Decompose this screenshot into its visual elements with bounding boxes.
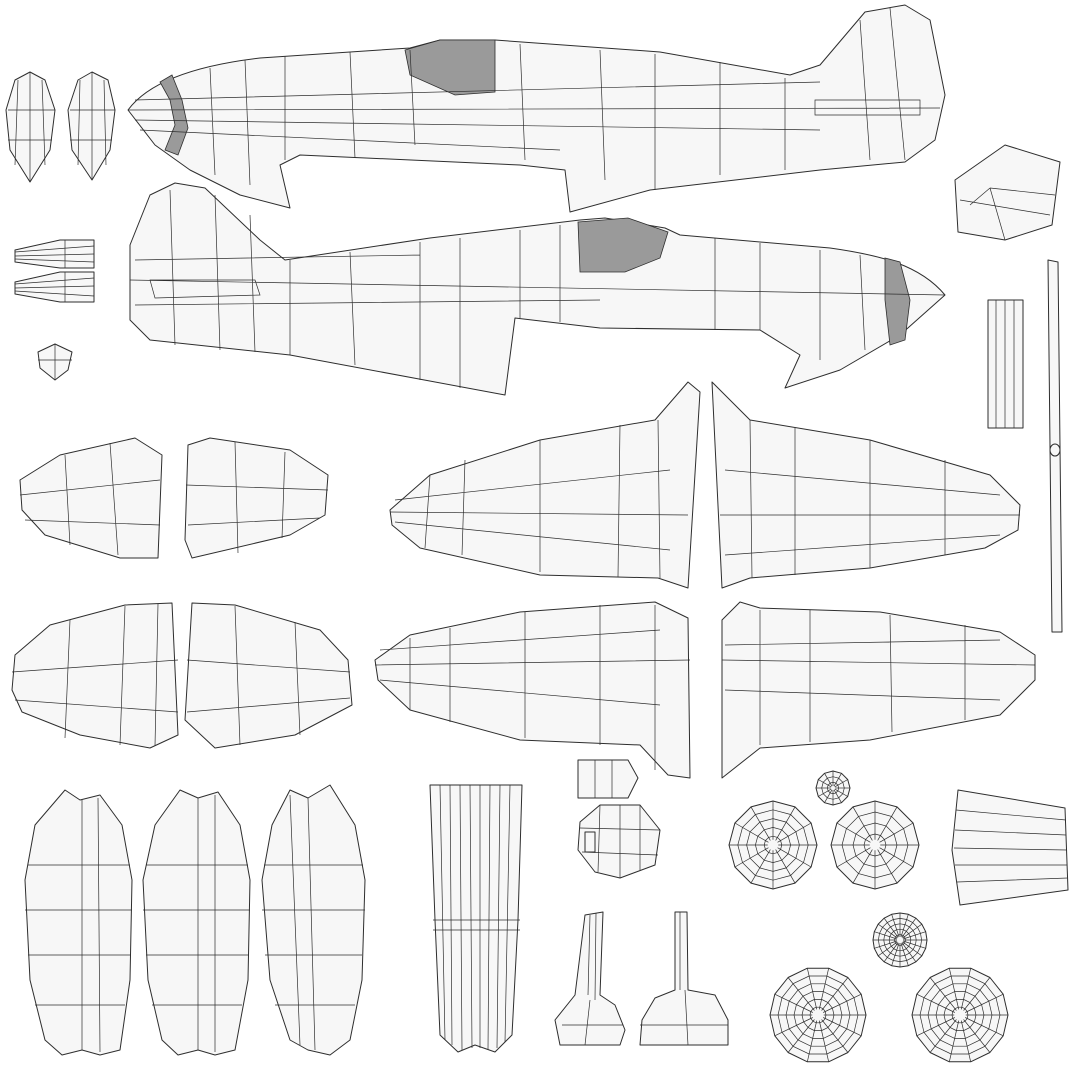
small-box-island <box>577 759 639 799</box>
wing-upper-left-island <box>389 381 701 589</box>
radiator-panel-island <box>951 789 1069 906</box>
wheel-island <box>815 770 851 806</box>
gun-barrels-island <box>987 299 1024 429</box>
landing-strut-island-a <box>554 911 626 1046</box>
wing-upper-right-island <box>711 381 1021 589</box>
wing-lower-right-island <box>721 601 1036 779</box>
exhaust-island-b <box>14 271 95 303</box>
spinner-island-a <box>5 71 56 183</box>
exhaust-island-a <box>14 239 95 269</box>
fuselage-left-island <box>127 4 946 213</box>
landing-strut-island-b <box>639 911 729 1046</box>
stabilizer-island-b <box>184 437 329 559</box>
propeller-blade-island <box>429 784 523 1053</box>
stabilizer-island-a <box>19 437 163 559</box>
wheel-island <box>769 967 867 1063</box>
antenna-mast-island <box>1047 259 1063 633</box>
wheels-group <box>728 770 1009 1063</box>
gear-door-island-a <box>24 789 133 1056</box>
canopy-island <box>954 144 1061 241</box>
elevator-island-b <box>184 602 353 749</box>
wheel-island <box>830 800 920 890</box>
hub-island <box>577 804 661 879</box>
spinner-island-b <box>67 71 116 181</box>
wheel-island <box>872 912 928 968</box>
small-cap-island <box>37 343 73 381</box>
elevator-island-a <box>11 602 179 749</box>
wheel-island <box>911 967 1009 1063</box>
gear-door-island-c <box>261 784 366 1056</box>
wheel-island <box>728 800 818 890</box>
wing-lower-left-island <box>374 601 691 779</box>
fuselage-right-island <box>129 182 946 396</box>
gear-door-island-b <box>142 789 251 1056</box>
